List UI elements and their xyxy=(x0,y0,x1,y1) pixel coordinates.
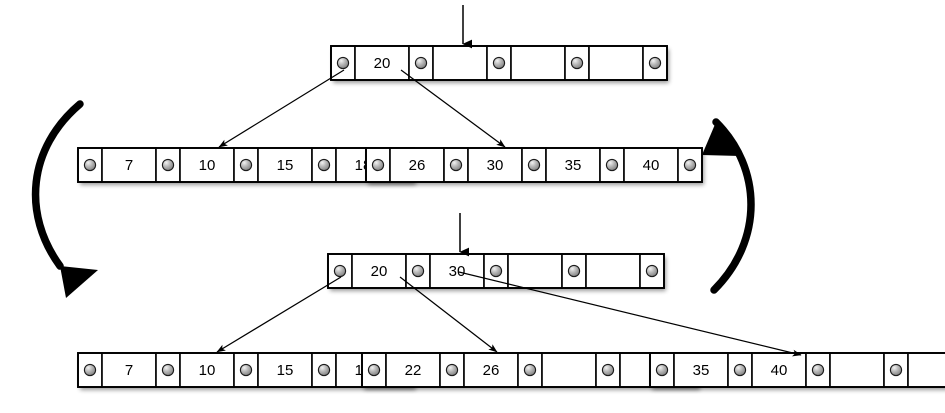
pointer-dot-icon xyxy=(811,363,825,377)
node-key-cell[interactable] xyxy=(585,253,641,289)
btree-node[interactable]: 20 xyxy=(330,45,668,81)
node-key-cell[interactable] xyxy=(829,352,885,388)
node-key-label: 20 xyxy=(371,263,388,280)
btree-node[interactable]: 22 26 xyxy=(361,352,699,388)
pointer-dot-icon xyxy=(83,363,97,377)
pointer-dot-icon xyxy=(333,264,347,278)
pointer-dot-icon xyxy=(889,363,903,377)
pointer-dot-icon xyxy=(239,363,253,377)
left-curved-arrow xyxy=(31,100,84,270)
left-curved-arrow-head-icon xyxy=(60,266,98,298)
node-key-label: 22 xyxy=(405,362,422,379)
pointer-dot-icon xyxy=(445,363,459,377)
node-key-cell[interactable] xyxy=(389,147,445,183)
node-key-cell[interactable] xyxy=(101,352,157,388)
node-key-label: 15 xyxy=(277,362,294,379)
pointer-dot-icon xyxy=(601,363,615,377)
pointer-dot-icon xyxy=(733,363,747,377)
node-key-label: 40 xyxy=(643,157,660,174)
node-key-cell[interactable] xyxy=(467,147,523,183)
btree-node[interactable]: 26 30 35 40 xyxy=(365,147,703,183)
right-curved-arrow xyxy=(710,118,755,294)
node-key-cell[interactable] xyxy=(463,352,519,388)
pointer-dot-icon xyxy=(367,363,381,377)
node-key-label: 35 xyxy=(565,157,582,174)
pointer-dot-icon xyxy=(489,264,503,278)
pointer-dot-icon xyxy=(317,158,331,172)
node-key-cell[interactable] xyxy=(907,352,945,388)
node-outline xyxy=(649,352,945,388)
pointer-dot-icon xyxy=(336,56,350,70)
rotation-arrow-layer xyxy=(31,100,755,298)
pointer-dot-icon xyxy=(567,264,581,278)
child-pointer-arrow xyxy=(399,276,498,353)
node-key-label: 40 xyxy=(771,362,788,379)
right-curved-arrow-head-icon xyxy=(702,122,740,156)
pointer-dot-icon xyxy=(492,56,506,70)
node-key-cell[interactable] xyxy=(351,253,407,289)
pointer-dot-icon xyxy=(605,158,619,172)
child-pointer-arrow xyxy=(218,69,345,148)
pointer-dot-icon xyxy=(83,158,97,172)
node-key-label: 26 xyxy=(409,157,426,174)
pointer-dot-icon xyxy=(414,56,428,70)
insert-arrow-layer xyxy=(459,5,472,257)
node-key-cell[interactable] xyxy=(541,352,597,388)
pointer-dot-icon xyxy=(371,158,385,172)
node-outline xyxy=(327,253,665,289)
node-key-cell[interactable] xyxy=(432,45,488,81)
node-key-label: 10 xyxy=(199,362,216,379)
node-key-label: 30 xyxy=(449,263,466,280)
pointer-dot-icon xyxy=(683,158,697,172)
node-key-cell[interactable] xyxy=(429,253,485,289)
node-key-label: 20 xyxy=(374,55,391,72)
btree-node[interactable]: 35 40 xyxy=(649,352,945,388)
pointer-dot-icon xyxy=(239,158,253,172)
pointer-dot-icon xyxy=(449,158,463,172)
tree-link-layer xyxy=(216,69,802,357)
child-pointer-arrow xyxy=(458,271,802,357)
node-outline xyxy=(365,147,703,183)
tree-node-layer: 207101518263035402030710151822263540 xyxy=(77,45,945,388)
node-key-label: 30 xyxy=(487,157,504,174)
pointer-dot-icon xyxy=(570,56,584,70)
pointer-dot-icon xyxy=(161,158,175,172)
node-outline xyxy=(330,45,668,81)
pointer-dot-icon xyxy=(317,363,331,377)
pointer-dot-icon xyxy=(655,363,669,377)
node-key-label: 10 xyxy=(199,157,216,174)
node-key-label: 26 xyxy=(483,362,500,379)
node-key-label: 35 xyxy=(693,362,710,379)
node-key-label: 15 xyxy=(277,157,294,174)
node-key-label: 7 xyxy=(125,362,133,379)
node-key-label: 7 xyxy=(125,157,133,174)
node-key-cell[interactable] xyxy=(510,45,566,81)
pointer-dot-icon xyxy=(161,363,175,377)
pointer-dot-icon xyxy=(527,158,541,172)
child-pointer-arrow xyxy=(216,276,342,353)
pointer-dot-icon xyxy=(645,264,659,278)
pointer-dot-icon xyxy=(648,56,662,70)
node-key-cell[interactable] xyxy=(673,352,729,388)
node-key-cell[interactable] xyxy=(507,253,563,289)
child-pointer-arrow xyxy=(400,69,506,148)
node-key-cell[interactable] xyxy=(179,147,235,183)
pointer-dot-icon xyxy=(523,363,537,377)
pointer-dot-icon xyxy=(411,264,425,278)
node-key-cell[interactable] xyxy=(588,45,644,81)
